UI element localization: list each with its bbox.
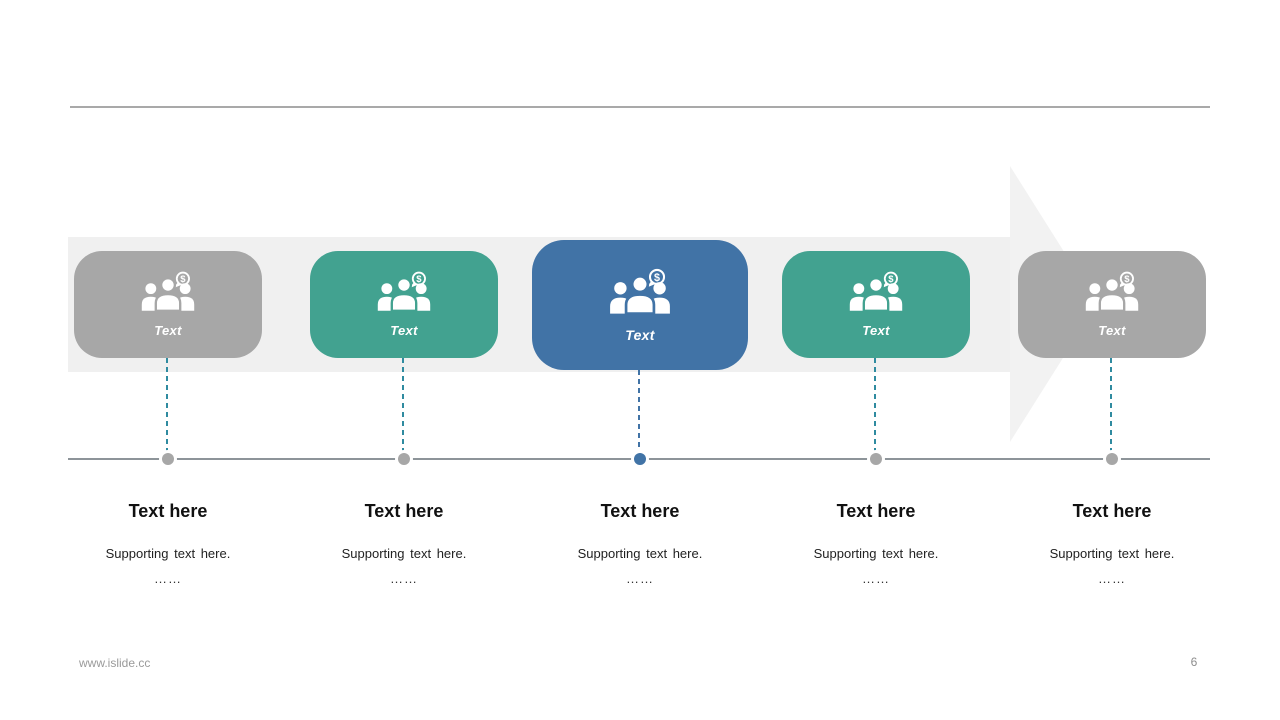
- card-label: Text: [154, 323, 182, 338]
- people-money-icon: [376, 271, 432, 312]
- connector-dashed-line: [638, 370, 640, 455]
- card-label: Text: [1098, 323, 1126, 338]
- step-support-text: Supporting text here.: [577, 546, 703, 561]
- step-support-text: Supporting text here.: [1049, 546, 1175, 561]
- people-money-icon: [608, 268, 672, 315]
- step-support-text: Supporting text here.: [105, 546, 231, 561]
- card-label: Text: [625, 326, 655, 343]
- step-ellipsis: ……: [626, 571, 654, 586]
- connector-dashed-line: [166, 358, 168, 455]
- step-card-4[interactable]: Text: [782, 251, 970, 358]
- timeline-dot: [870, 453, 882, 465]
- step-heading: Text here: [836, 501, 916, 521]
- people-money-icon: [1084, 271, 1140, 312]
- step-text-column-4[interactable]: Text here Supporting text here. ……: [758, 501, 994, 586]
- step-card-5[interactable]: Text: [1018, 251, 1206, 358]
- step-support-text: Supporting text here.: [341, 546, 467, 561]
- step-text-column-3[interactable]: Text here Supporting text here. ……: [522, 501, 758, 586]
- step-support-text: Supporting text here.: [813, 546, 939, 561]
- step-heading: Text here: [600, 501, 680, 521]
- step-ellipsis: ……: [1098, 571, 1126, 586]
- people-money-icon: $: [141, 271, 195, 312]
- timeline-dot: [398, 453, 410, 465]
- step-card-2[interactable]: Text: [310, 251, 498, 358]
- step-heading: Text here: [1072, 501, 1152, 521]
- people-money-icon: [848, 271, 904, 312]
- step-card-3-emphasis[interactable]: Text: [532, 240, 748, 370]
- page-number: 6: [1190, 655, 1198, 669]
- step-heading: Text here: [364, 501, 444, 521]
- step-heading: Text here: [128, 501, 208, 521]
- connector-dashed-line: [402, 358, 404, 455]
- footer-url[interactable]: www.islide.cc: [79, 656, 151, 670]
- step-ellipsis: ……: [390, 571, 418, 586]
- step-card-1[interactable]: $ Text: [74, 251, 262, 358]
- svg-text:$: $: [180, 274, 186, 285]
- card-label: Text: [390, 323, 418, 338]
- connector-dashed-line: [1110, 358, 1112, 455]
- connector-dashed-line: [874, 358, 876, 455]
- timeline-dot: [162, 453, 174, 465]
- step-text-column-2[interactable]: Text here Supporting text here. ……: [286, 501, 522, 586]
- step-text-column-1[interactable]: Text here Supporting text here. ……: [50, 501, 286, 586]
- top-divider-line: [70, 106, 1210, 108]
- card-label: Text: [862, 323, 890, 338]
- timeline-dot: [1106, 453, 1118, 465]
- step-text-column-5[interactable]: Text here Supporting text here. ……: [994, 501, 1230, 586]
- timeline-dot-emphasis: [634, 453, 646, 465]
- step-ellipsis: ……: [154, 571, 182, 586]
- step-ellipsis: ……: [862, 571, 890, 586]
